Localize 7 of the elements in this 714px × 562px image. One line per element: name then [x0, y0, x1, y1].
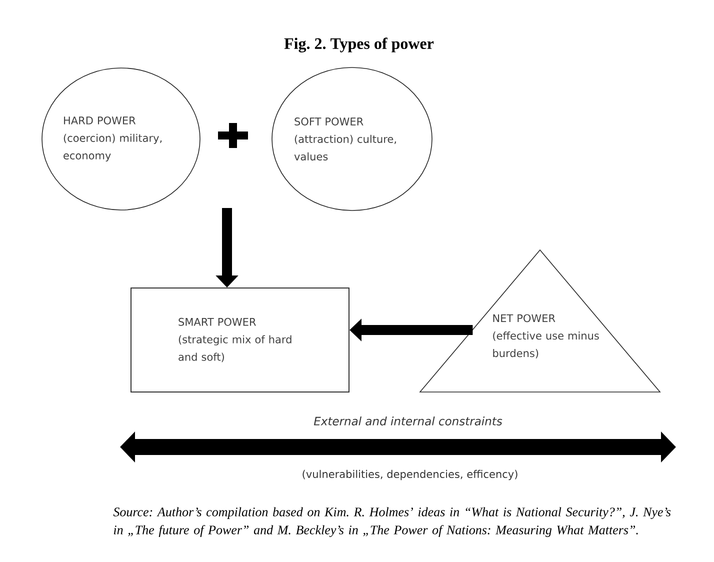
oval-node: HARD POWER (coercion) military, economy	[42, 68, 200, 210]
arrow-label: External and internal constraints	[314, 416, 502, 426]
rectangle-box: SMART POWER (strategic mix of hard and soft)	[130, 288, 350, 392]
figure-title: Fig. 2. Types of power	[284, 38, 434, 52]
oval-node: SOFT POWER (attraction) culture, values	[272, 67, 432, 211]
arrow-label: (vulnerabilities, dependencies, efficency)	[302, 470, 518, 480]
source-caption: Source: Author’s compilation based on Kim. R. Holmes’ ideas in “What is National Security?”, J. Nye’s in „The future of Power” and M. Beckley’s in „The Power of Nations: Measuring What Matters”.	[113, 507, 671, 538]
